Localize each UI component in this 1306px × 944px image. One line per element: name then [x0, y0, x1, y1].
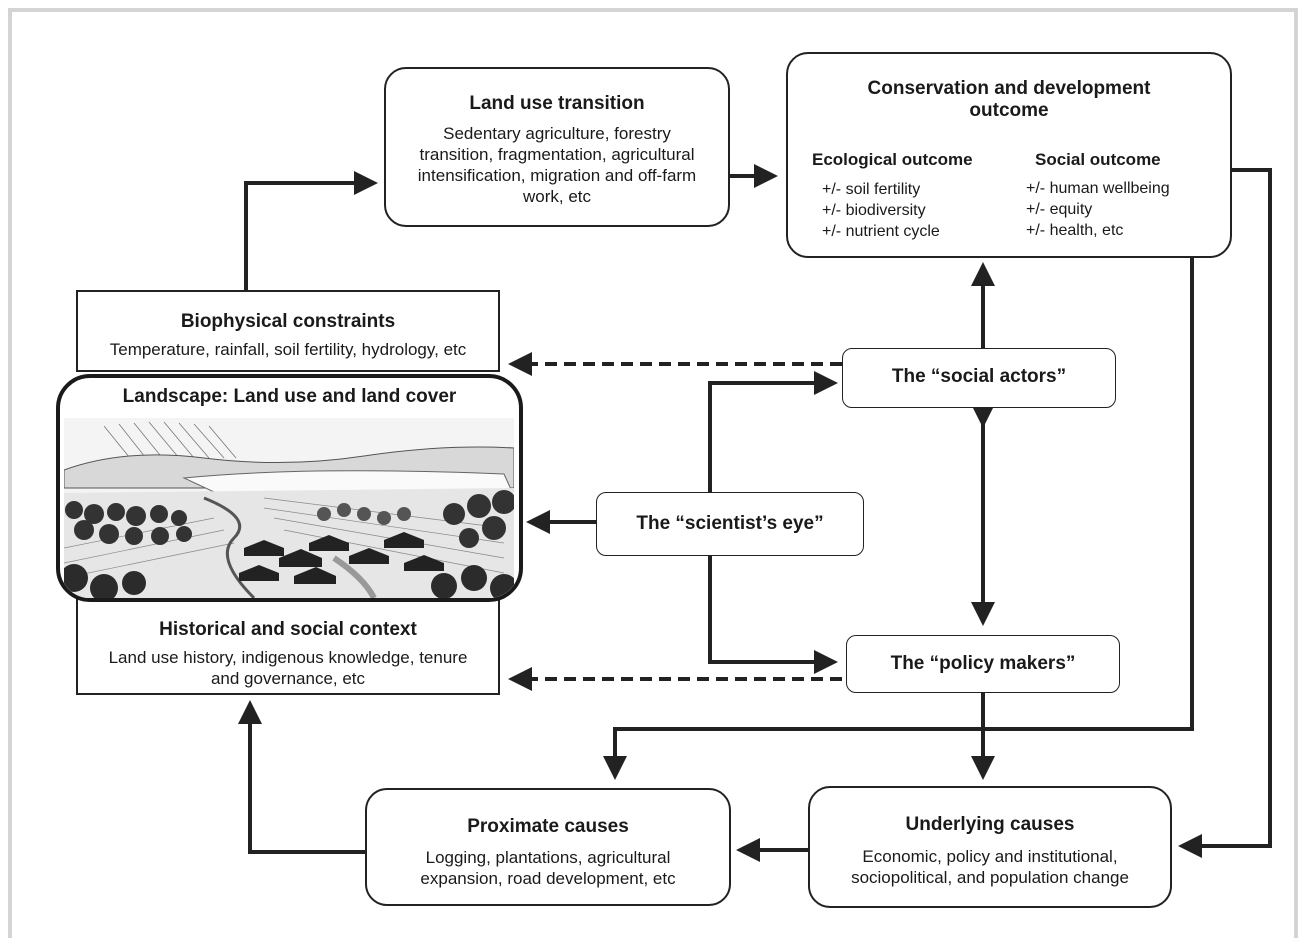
proximate-line-2: expansion, road development, etc [420, 869, 676, 888]
ecological-item: +/- nutrient cycle [822, 223, 940, 240]
transition-line-3: intensification, migration and off-farm [417, 166, 697, 185]
landscape-illustration [64, 418, 514, 598]
proximate-title: Proximate causes [467, 816, 629, 837]
policy-makers-label: The “policy makers” [890, 653, 1076, 674]
land-use-transition-box: Land use transition Sedentary agricultur… [384, 67, 730, 227]
outcome-title: Conservation and development outcome [788, 78, 1230, 122]
proximate-causes-box: Proximate causes Logging, plantations, a… [365, 788, 731, 906]
biophysical-constraints-box: Biophysical constraints Temperature, rai… [76, 290, 500, 372]
outcome-box: Conservation and development outcome Eco… [786, 52, 1232, 258]
underlying-line-1: Economic, policy and institutional, [862, 847, 1118, 866]
transition-line-2: transition, fragmentation, agricultural [419, 145, 695, 164]
historical-context-box: Historical and social context Land use h… [76, 585, 500, 695]
underlying-text: Economic, policy and institutional, soci… [810, 846, 1170, 888]
policy-makers-box: The “policy makers” [846, 635, 1120, 693]
arrow-scientist-to-actors [708, 371, 838, 492]
transition-line-4: work, etc [522, 187, 592, 206]
historical-line-1: Land use history, indigenous knowledge, … [108, 648, 468, 667]
arrow-outcome-to-proximate [603, 258, 1194, 780]
figure-frame [8, 8, 1298, 938]
proximate-text: Logging, plantations, agricultural expan… [367, 847, 729, 889]
underlying-line-2: sociopolitical, and population change [851, 868, 1129, 887]
scientists-eye-label: The “scientist’s eye” [636, 513, 824, 534]
social-item: +/- health, etc [1026, 222, 1124, 239]
historical-line-2: and governance, etc [210, 669, 366, 688]
historical-title: Historical and social context [159, 619, 417, 640]
landscape-title: Landscape: Land use and land cover [122, 386, 457, 407]
underlying-title: Underlying causes [905, 814, 1075, 835]
historical-text: Land use history, indigenous knowledge, … [78, 647, 498, 689]
arrow-biophysical-to-transition [244, 171, 378, 290]
social-actors-label: The “social actors” [891, 366, 1067, 387]
transition-line-1: Sedentary agriculture, forestry [443, 124, 671, 143]
social-outcome-title: Social outcome [1035, 150, 1161, 169]
ecological-outcome-group: Ecological outcome +/- soil fertility +/… [812, 150, 973, 242]
arrow-outcome-to-underlying [1178, 168, 1272, 858]
land-use-transition-title: Land use transition [469, 93, 645, 114]
arrow-proximate-to-historical [238, 700, 365, 854]
land-use-transition-text: Sedentary agriculture, forestry transiti… [386, 123, 728, 207]
social-item: +/- equity [1026, 201, 1093, 218]
landscape-box: Landscape: Land use and land cover [56, 374, 523, 602]
ecological-outcome-title: Ecological outcome [812, 150, 973, 169]
biophysical-title: Biophysical constraints [180, 311, 396, 332]
ecological-item: +/- biodiversity [822, 202, 926, 219]
outcome-title-line-1: Conservation and development [867, 78, 1151, 99]
underlying-causes-box: Underlying causes Economic, policy and i… [808, 786, 1172, 908]
outcome-title-line-2: outcome [969, 100, 1049, 121]
ecological-item: +/- soil fertility [822, 181, 921, 198]
social-actors-box: The “social actors” [842, 348, 1116, 408]
social-outcome-group: Social outcome +/- human wellbeing +/- e… [1026, 150, 1170, 241]
proximate-line-1: Logging, plantations, agricultural [425, 848, 671, 867]
scientists-eye-box: The “scientist’s eye” [596, 492, 864, 556]
social-item: +/- human wellbeing [1026, 180, 1170, 197]
arrow-scientist-to-policy [708, 556, 838, 674]
biophysical-text: Temperature, rainfall, soil fertility, h… [109, 340, 467, 359]
